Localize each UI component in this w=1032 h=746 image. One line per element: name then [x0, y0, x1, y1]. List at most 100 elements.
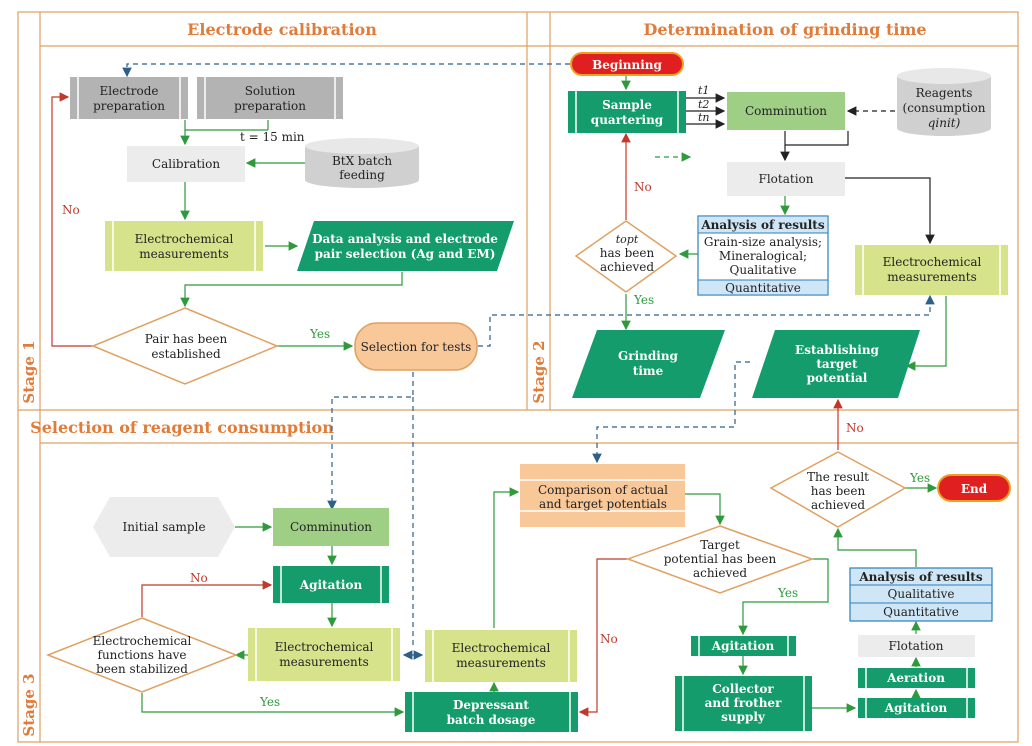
stabilized-line3: been stabilized — [96, 662, 188, 676]
sample-quartering-line2: quartering — [591, 113, 664, 127]
agitation2-box: Agitation — [691, 636, 796, 656]
em1-line2: measurements — [139, 247, 229, 261]
end-terminal: End — [937, 474, 1011, 502]
analysis2-item1: Grain-size analysis; — [704, 235, 822, 249]
btx-line1: BtX batch — [332, 154, 392, 168]
analysis2-item3: Qualitative — [730, 263, 797, 277]
selection-for-tests-label: Selection for tests — [361, 340, 472, 354]
target-line2: potential has been — [664, 552, 777, 566]
section-title-reagent-consumption: Selection of reagent consumption — [30, 418, 334, 437]
data-analysis-parallelogram: Data analysis and electrode pair selecti… — [297, 221, 514, 271]
collector-line3: supply — [721, 710, 766, 724]
em3l-line2: measurements — [279, 655, 369, 669]
initial-sample-hexagon: Initial sample — [93, 497, 235, 557]
electrochemical-measurements-stage3-left: Electrochemical measurements — [248, 628, 400, 681]
solution-preparation-line1: Solution — [245, 84, 296, 98]
aeration-box: Aeration — [858, 668, 975, 688]
topt-decision: topt has been achieved — [574, 220, 678, 293]
em1-line1: Electrochemical — [135, 232, 234, 246]
reagents-cylinder: Reagents (consumption qinit) — [897, 68, 991, 136]
result-line2: has been — [811, 484, 866, 498]
target-achieved-decision: Target potential has been achieved — [625, 525, 815, 594]
stage-1-label: Stage 1 — [20, 340, 38, 403]
end-label: End — [961, 482, 988, 496]
comparison-box: Comparison of actual and target potentia… — [520, 464, 685, 527]
flotation-stage2: Flotation — [727, 162, 845, 196]
stage-2-label: Stage 2 — [530, 340, 548, 403]
comminution-stage2-label: Comminution — [745, 104, 827, 118]
stabilized-line2: functions have — [98, 648, 187, 662]
depressant-dosage-box: Depressant batch dosage — [405, 692, 578, 732]
electrochemical-measurements-stage1: Electrochemical measurements — [105, 221, 263, 271]
stage3-yes-result: Yes — [909, 471, 930, 485]
electrode-preparation-line2: preparation — [93, 99, 165, 113]
collector-line2: and frother — [705, 696, 782, 710]
analysis3-qualitative: Qualitative — [888, 587, 955, 601]
reagents-line3: qinit) — [928, 116, 961, 130]
sample-quartering-line1: Sample — [602, 98, 652, 112]
stage3-no-target: No — [600, 632, 618, 646]
data-analysis-line1: Data analysis and electrode — [312, 232, 498, 246]
stage3-yes-target: Yes — [777, 586, 798, 600]
topt-line1: topt — [616, 233, 639, 246]
calibration-label: Calibration — [152, 157, 220, 171]
agitation2-label: Agitation — [711, 639, 775, 653]
result-line3: achieved — [811, 498, 865, 512]
t1-label: t1 — [698, 84, 709, 97]
stage2-connectors — [592, 75, 947, 464]
target-line1: Target — [700, 538, 740, 552]
pair-line2: established — [151, 347, 221, 361]
beginning-label: Beginning — [592, 58, 662, 72]
stage2-no-label: No — [634, 180, 652, 194]
comminution-stage2: Comminution — [727, 92, 845, 130]
electrode-preparation-box: Electrode preparation — [70, 77, 188, 119]
establishing-target-parallelogram: Establishing target potential — [752, 330, 920, 398]
collector-supply-box: Collector and frother supply — [675, 676, 812, 731]
analysis2-quantitative: Quantitative — [725, 281, 801, 295]
establishing-line2: target — [816, 357, 858, 371]
stage1-connectors — [51, 63, 935, 648]
sample-quartering-box: Sample quartering — [568, 91, 686, 133]
em2-line1: Electrochemical — [883, 255, 982, 269]
depressant-line2: batch dosage — [447, 713, 536, 727]
agitation3-label: Agitation — [884, 701, 948, 715]
stage3-yes-left: Yes — [259, 695, 280, 709]
topt-line3: achieved — [600, 260, 654, 274]
t2-label: t2 — [698, 98, 709, 111]
functions-stabilized-decision: Electrochemical functions have been stab… — [45, 617, 239, 693]
stage3-no-result: No — [846, 421, 864, 435]
em3r-line2: measurements — [456, 656, 546, 670]
stage3-connectors — [141, 398, 938, 717]
agitation-stage3-label: Agitation — [299, 578, 363, 592]
grinding-time-parallelogram: Grinding time — [572, 330, 725, 398]
electrochemical-measurements-stage2: Electrochemical measurements — [855, 245, 1008, 295]
analysis3-title: Analysis of results — [858, 570, 982, 584]
em3r-line1: Electrochemical — [452, 641, 551, 655]
reagents-line1: Reagents — [916, 86, 973, 100]
target-line3: achieved — [693, 566, 747, 580]
comparison-line2: and target potentials — [539, 497, 667, 511]
solution-preparation-box: Solution preparation — [197, 77, 343, 119]
section-title-electrode-calibration: Electrode calibration — [187, 20, 377, 39]
result-line1: The result — [807, 470, 869, 484]
flotation-stage2-label: Flotation — [759, 172, 814, 186]
time-label: t = 15 min — [240, 130, 305, 144]
stabilized-line1: Electrochemical — [93, 634, 192, 648]
electrode-preparation-line1: Electrode — [100, 84, 159, 98]
calibration-box: Calibration — [127, 146, 245, 182]
grinding-time-line2: time — [633, 364, 664, 378]
analysis-results-stage2: Analysis of results Grain-size analysis;… — [697, 215, 829, 296]
data-analysis-line2: pair selection (Ag and EM) — [315, 247, 496, 261]
comminution-stage3-label: Comminution — [290, 520, 372, 534]
flotation-stage3-label: Flotation — [889, 639, 944, 653]
reagents-line2: (consumption — [903, 101, 986, 115]
analysis2-title: Analysis of results — [700, 218, 824, 232]
stage1-no-label: No — [62, 203, 80, 217]
agitation-stage3: Agitation — [273, 566, 389, 603]
pair-established-decision: Pair has been established — [91, 307, 279, 385]
beginning-terminal: Beginning — [570, 52, 684, 76]
topt-line2: has been — [600, 246, 655, 260]
analysis3-quantitative: Quantitative — [883, 605, 959, 619]
flotation-stage3: Flotation — [858, 635, 975, 657]
